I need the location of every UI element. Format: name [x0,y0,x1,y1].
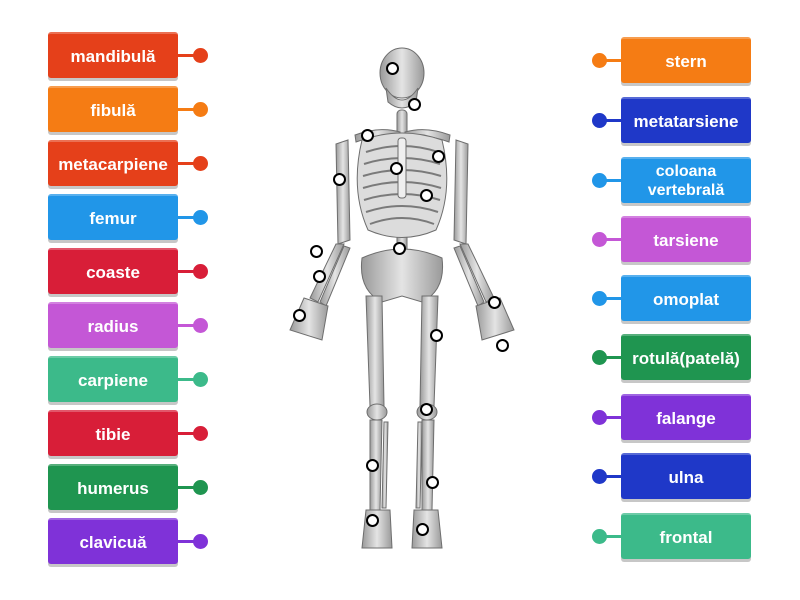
left-connector-line-8 [178,486,198,489]
left-connector-dot-8[interactable] [193,480,208,495]
right-connector-line-4 [601,297,621,300]
label-omoplat[interactable]: omoplat [621,275,751,321]
hotspot-17[interactable] [426,476,439,489]
right-connector-dot-8[interactable] [592,529,607,544]
hotspot-2[interactable] [408,98,421,111]
left-connector-dot-1[interactable] [193,102,208,117]
label-rotula-patela[interactable]: rotulă(patelă) [621,334,751,380]
right-connector-line-8 [601,535,621,538]
hotspot-3[interactable] [361,129,374,142]
hotspot-7[interactable] [420,189,433,202]
left-connector-line-7 [178,432,198,435]
left-connector-dot-3[interactable] [193,210,208,225]
hotspot-4[interactable] [432,150,445,163]
right-connector-dot-6[interactable] [592,410,607,425]
left-connector-dot-2[interactable] [193,156,208,171]
left-connector-dot-7[interactable] [193,426,208,441]
hotspot-10[interactable] [313,270,326,283]
right-connector-line-0 [601,59,621,62]
right-connector-dot-3[interactable] [592,232,607,247]
left-connector-line-5 [178,324,198,327]
left-connector-dot-9[interactable] [193,534,208,549]
hotspot-14[interactable] [496,339,509,352]
label-clavicua[interactable]: clavicuă [48,518,178,564]
left-connector-dot-0[interactable] [193,48,208,63]
label-carpiene[interactable]: carpiene [48,356,178,402]
left-connector-line-0 [178,54,198,57]
hotspot-12[interactable] [293,309,306,322]
right-connector-line-5 [601,356,621,359]
label-femur[interactable]: femur [48,194,178,240]
left-connector-line-2 [178,162,198,165]
left-connector-line-4 [178,270,198,273]
left-connector-dot-6[interactable] [193,372,208,387]
right-connector-dot-7[interactable] [592,469,607,484]
hotspot-11[interactable] [488,296,501,309]
left-connector-line-1 [178,108,198,111]
hotspot-9[interactable] [310,245,323,258]
label-metacarpiene[interactable]: metacarpiene [48,140,178,186]
hotspot-6[interactable] [333,173,346,186]
right-connector-dot-0[interactable] [592,53,607,68]
right-connector-dot-1[interactable] [592,113,607,128]
hotspot-13[interactable] [430,329,443,342]
hotspot-8[interactable] [393,242,406,255]
left-connector-dot-5[interactable] [193,318,208,333]
label-ulna[interactable]: ulna [621,453,751,499]
right-connector-line-3 [601,238,621,241]
hotspot-16[interactable] [366,459,379,472]
right-connector-line-2 [601,179,621,182]
label-frontal[interactable]: frontal [621,513,751,559]
label-mandibula[interactable]: mandibulă [48,32,178,78]
skeleton-illustration [289,47,515,549]
hotspot-19[interactable] [416,523,429,536]
right-connector-line-7 [601,475,621,478]
right-connector-dot-5[interactable] [592,350,607,365]
label-coaste[interactable]: coaste [48,248,178,294]
hotspot-18[interactable] [366,514,379,527]
right-connector-line-1 [601,119,621,122]
label-coloana-vertebrala[interactable]: coloana vertebrală [621,157,751,203]
label-humerus[interactable]: humerus [48,464,178,510]
hotspot-15[interactable] [420,403,433,416]
hotspot-1[interactable] [386,62,399,75]
label-fibula[interactable]: fibulă [48,86,178,132]
label-metatarsiene[interactable]: metatarsiene [621,97,751,143]
left-connector-line-3 [178,216,198,219]
hotspot-5[interactable] [390,162,403,175]
label-falange[interactable]: falange [621,394,751,440]
right-connector-line-6 [601,416,621,419]
label-radius[interactable]: radius [48,302,178,348]
left-connector-line-6 [178,378,198,381]
left-connector-dot-4[interactable] [193,264,208,279]
label-stern[interactable]: stern [621,37,751,83]
label-tibie[interactable]: tibie [48,410,178,456]
left-connector-line-9 [178,540,198,543]
right-connector-dot-2[interactable] [592,173,607,188]
right-connector-dot-4[interactable] [592,291,607,306]
label-tarsiene[interactable]: tarsiene [621,216,751,262]
